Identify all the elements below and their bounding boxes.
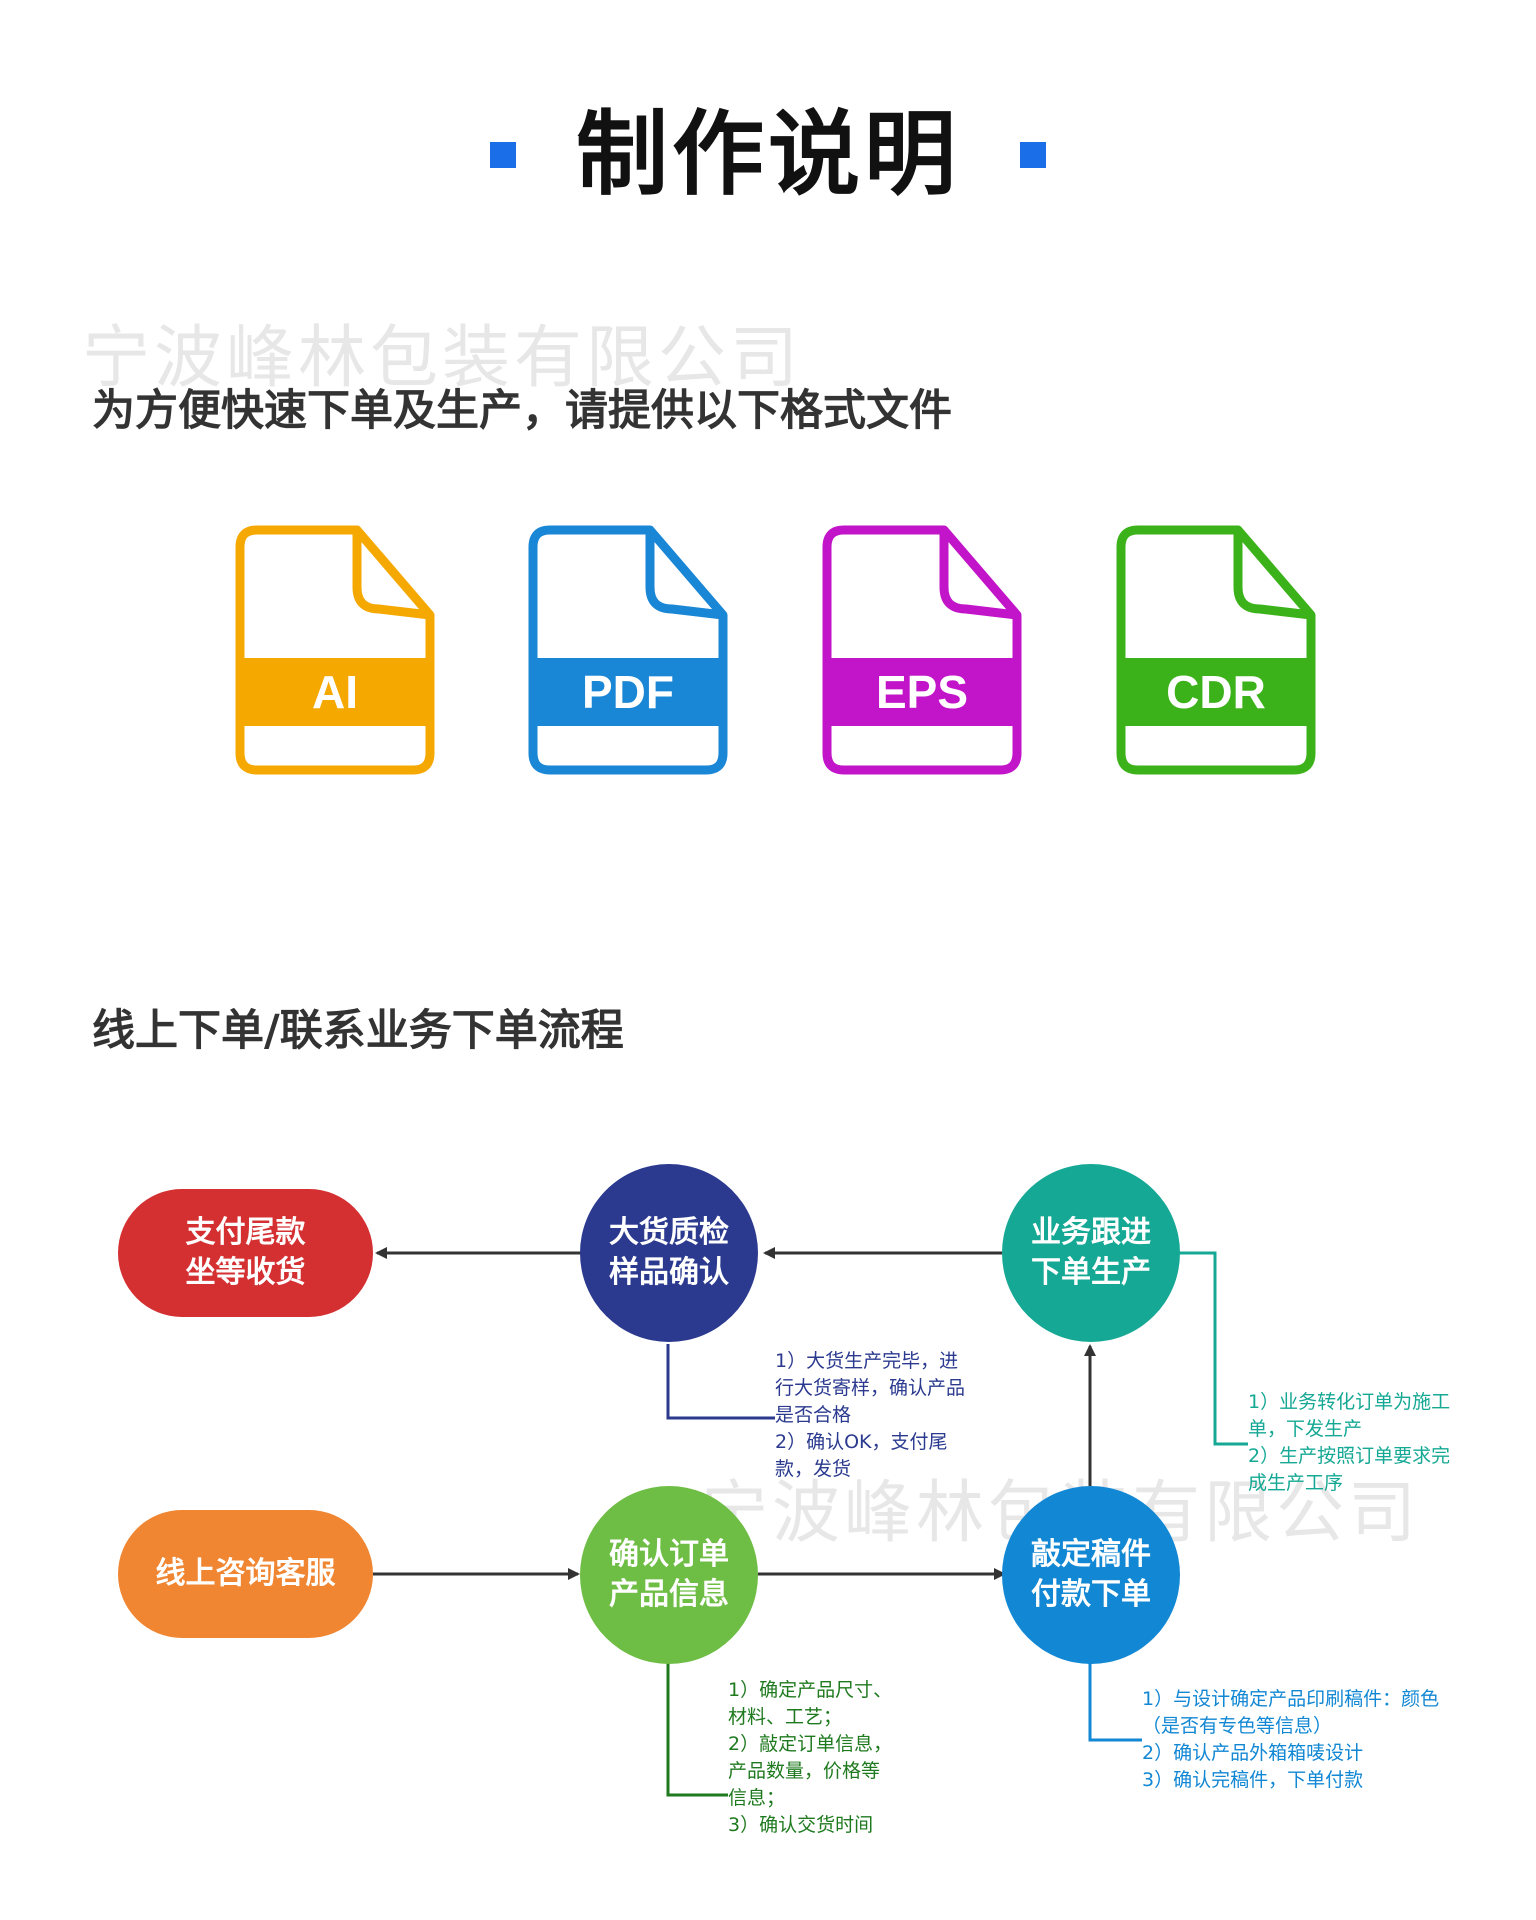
note-quality-check: 1）大货生产完毕，进 行大货寄样，确认产品 是否合格 2）确认OK，支付尾 款，… <box>775 1350 966 1480</box>
file-format-label: EPS <box>875 666 969 718</box>
page-title-bar: 制作说明 <box>0 100 1536 210</box>
node-quality-check-label: 大货质检 样品确认 <box>609 1215 729 1290</box>
node-follow-up-label: 业务跟进 下单生产 <box>1031 1215 1151 1290</box>
note-line-quality <box>666 1344 775 1420</box>
node-quality-check: 大货质检 样品确认 <box>580 1164 758 1342</box>
title-right-marker <box>1020 142 1046 168</box>
pdf-file-icon: PDF <box>528 525 728 775</box>
flow-section-heading: 线上下单/联系业务下单流程 <box>92 1006 624 1056</box>
cdr-file-icon: CDR <box>1116 525 1316 775</box>
node-pay-balance-label: 支付尾款 坐等收货 <box>185 1215 306 1290</box>
title-left-marker <box>489 142 516 168</box>
node-consult: 线上咨询客服 <box>118 1510 373 1638</box>
note-confirm-order: 1）确定产品尺寸、 材料、工艺； 2）敲定订单信息， 产品数量，价格等 信息； … <box>728 1679 893 1836</box>
file-format-label: PDF <box>582 666 674 718</box>
note-line-follow <box>1178 1251 1248 1446</box>
page-title: 制作说明 <box>575 101 960 208</box>
node-follow-up: 业务跟进 下单生产 <box>1002 1164 1180 1342</box>
file-format-label: CDR <box>1166 666 1266 718</box>
ai-file-icon: AI <box>235 525 435 775</box>
note-finalize: 1）与设计确定产品印刷稿件：颜色 （是否有专色等信息） 2）确认产品外箱箱唛设计… <box>1142 1688 1440 1791</box>
node-confirm-order-label: 确认订单 产品信息 <box>609 1537 729 1612</box>
note-line-confirm <box>666 1662 728 1797</box>
node-pay-balance: 支付尾款 坐等收货 <box>118 1189 373 1317</box>
file-section-heading: 为方便快速下单及生产，请提供以下格式文件 <box>92 386 952 436</box>
note-follow-up: 1）业务转化订单为施工 单，下发生产 2）生产按照订单要求完 成生产工序 <box>1248 1391 1451 1494</box>
node-consult-label: 线上咨询客服 <box>155 1556 336 1591</box>
note-line-finalize <box>1088 1662 1142 1742</box>
file-format-label: AI <box>312 666 358 718</box>
node-finalize-label: 敲定稿件 付款下单 <box>1031 1537 1151 1612</box>
node-finalize: 敲定稿件 付款下单 <box>1002 1486 1180 1664</box>
node-confirm-order: 确认订单 产品信息 <box>580 1486 758 1664</box>
eps-file-icon: EPS <box>822 525 1022 775</box>
